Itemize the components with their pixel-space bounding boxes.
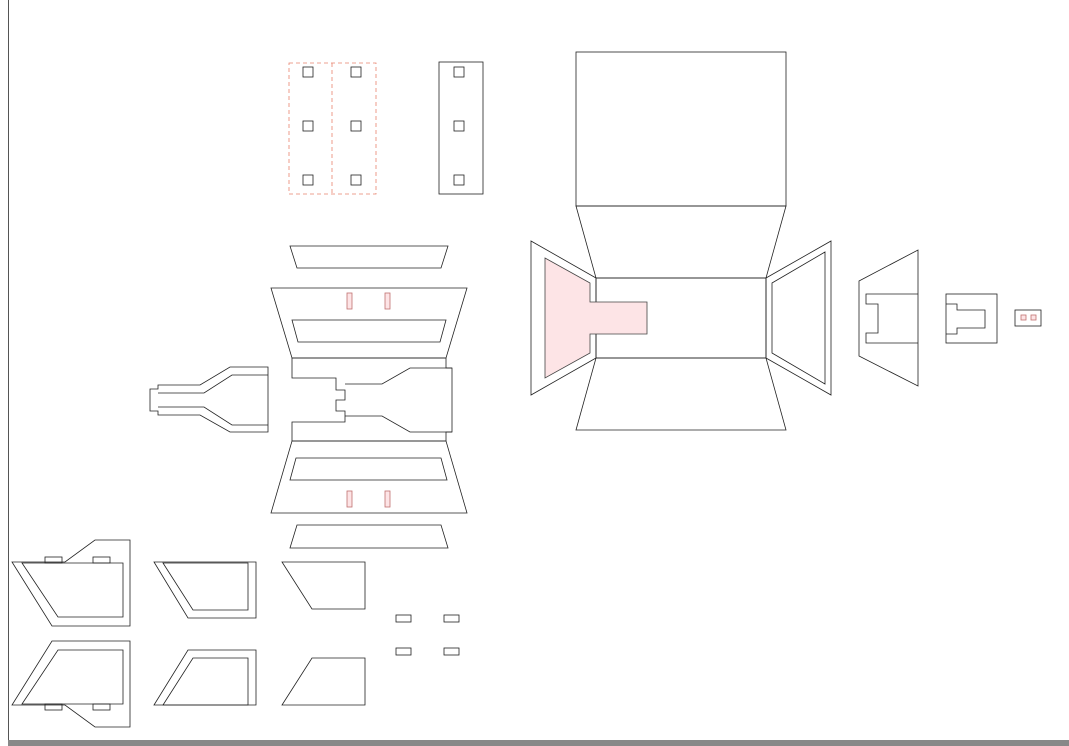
tab-piece-part bbox=[1014, 309, 1042, 327]
side-panel-lower-part bbox=[11, 640, 131, 728]
nozzle-part bbox=[149, 366, 269, 433]
body-panel-net bbox=[270, 245, 468, 549]
sheet-bottom-shadow bbox=[8, 740, 1069, 746]
small-tabs-part bbox=[395, 614, 460, 656]
side-panel-upper-part bbox=[11, 539, 131, 627]
window-frame-lower-part bbox=[153, 649, 257, 706]
window-frame-upper-part bbox=[153, 561, 257, 619]
window-pane-lower-part bbox=[281, 657, 366, 706]
hinge-plate-part bbox=[438, 61, 484, 195]
box-net-part bbox=[530, 51, 832, 431]
clip-bracket-part bbox=[945, 293, 998, 344]
hinge-strip-part bbox=[288, 62, 377, 195]
tapered-bracket-part bbox=[858, 249, 919, 387]
window-pane-upper-part bbox=[281, 561, 366, 610]
